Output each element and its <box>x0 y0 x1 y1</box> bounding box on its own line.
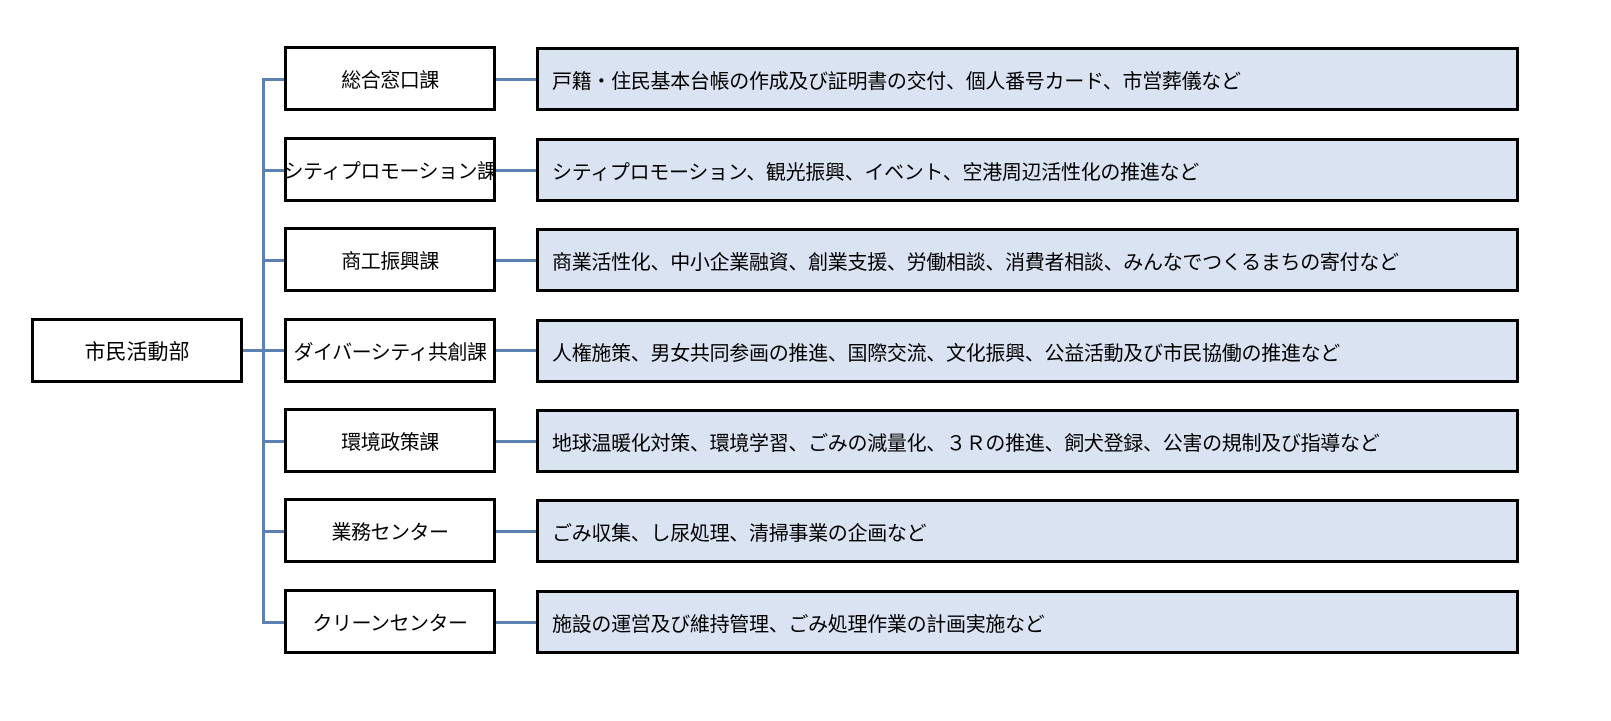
division-description-box: 地球温暖化対策、環境学習、ごみの減量化、３Ｒの推進、飼犬登録、公害の規制及び指導… <box>536 409 1519 473</box>
description-connector-line <box>496 259 536 262</box>
branch-line <box>262 621 284 624</box>
division-description-box: 人権施策、男女共同参画の推進、国際交流、文化振興、公益活動及び市民協働の推進など <box>536 319 1519 383</box>
division-description: 商業活性化、中小企業融資、創業支援、労働相談、消費者相談、みんなでつくるまちの寄… <box>552 249 1399 274</box>
division-box-diversity: ダイバーシティ共創課 <box>284 318 496 383</box>
division-box-gyomu-center: 業務センター <box>284 498 496 563</box>
division-description: ごみ収集、し尿処理、清掃事業の企画など <box>552 520 927 545</box>
division-box-city-promotion: シティプロモーション課 <box>284 137 496 202</box>
branch-line <box>262 169 284 172</box>
division-name: 商工振興課 <box>341 249 439 273</box>
division-description-box: ごみ収集、し尿処理、清掃事業の企画など <box>536 499 1519 563</box>
description-connector-line <box>496 349 536 352</box>
description-connector-line <box>496 621 536 624</box>
division-name: 業務センター <box>331 520 450 544</box>
branch-line <box>262 349 284 352</box>
branch-line <box>262 440 284 443</box>
description-connector-line <box>496 169 536 172</box>
division-description-box: シティプロモーション、観光振興、イベント、空港周辺活性化の推進など <box>536 138 1519 202</box>
description-connector-line <box>496 440 536 443</box>
division-name: ダイバーシティ共創課 <box>293 340 488 364</box>
division-name: 環境政策課 <box>341 430 439 454</box>
division-description: 地球温暖化対策、環境学習、ごみの減量化、３Ｒの推進、飼犬登録、公害の規制及び指導… <box>552 430 1380 455</box>
division-name: シティプロモーション課 <box>284 159 496 183</box>
root-connector-line <box>243 349 263 352</box>
branch-line <box>262 259 284 262</box>
division-description: 戸籍・住民基本台帳の作成及び証明書の交付、個人番号カード、市営葬儀など <box>552 68 1241 93</box>
division-description-box: 施設の運営及び維持管理、ごみ処理作業の計画実施など <box>536 590 1519 654</box>
division-description: 施設の運営及び維持管理、ごみ処理作業の計画実施など <box>552 611 1045 636</box>
division-description: 人権施策、男女共同参画の推進、国際交流、文化振興、公益活動及び市民協働の推進など <box>552 340 1340 365</box>
division-box-clean-center: クリーンセンター <box>284 589 496 654</box>
division-name: 総合窓口課 <box>341 68 439 92</box>
department-name: 市民活動部 <box>84 339 190 364</box>
division-box-kankyo-seisaku: 環境政策課 <box>284 408 496 473</box>
division-description: シティプロモーション、観光振興、イベント、空港周辺活性化の推進など <box>552 159 1199 184</box>
division-box-shoko-shinko: 商工振興課 <box>284 227 496 292</box>
division-box-sogo-madoguchi: 総合窓口課 <box>284 46 496 111</box>
description-connector-line <box>496 78 536 81</box>
branch-line <box>262 78 284 81</box>
division-description-box: 商業活性化、中小企業融資、創業支援、労働相談、消費者相談、みんなでつくるまちの寄… <box>536 228 1519 292</box>
division-description-box: 戸籍・住民基本台帳の作成及び証明書の交付、個人番号カード、市営葬儀など <box>536 47 1519 111</box>
branch-line <box>262 530 284 533</box>
department-box: 市民活動部 <box>31 318 243 383</box>
division-name: クリーンセンター <box>312 611 469 635</box>
description-connector-line <box>496 530 536 533</box>
